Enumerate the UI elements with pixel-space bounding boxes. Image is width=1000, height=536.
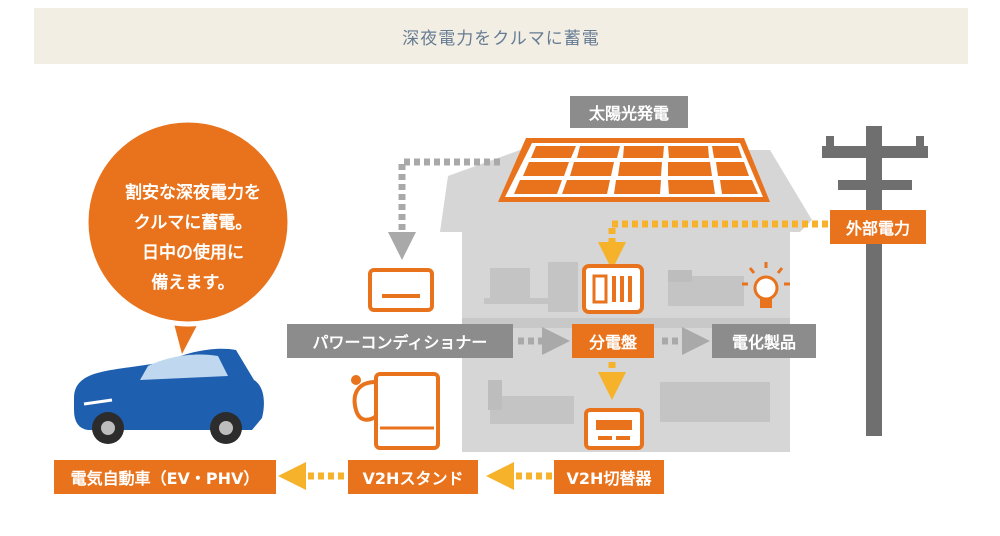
bubble-line-3: 日中の使用に [142,243,244,263]
title-banner: 深夜電力をクルマに蓄電 [34,8,968,64]
bubble-line-1: 割安な深夜電力を [125,183,261,203]
bubble-message: 割安な深夜電力を クルマに蓄電。 日中の使用に 備えます。 [95,178,291,298]
electric-car-icon [74,348,264,444]
solar-panel-icon [498,138,770,202]
power-conditioner-icon [368,268,434,312]
label-power-conditioner: パワーコンディショナー [287,324,513,358]
label-v2h-stand: V2Hスタンド [348,460,478,494]
label-v2h-switcher: V2H切替器 [554,460,664,494]
bubble-line-2: クルマに蓄電。 [133,213,253,233]
speech-bubble [83,117,293,354]
light-bulb-icon [742,262,790,308]
label-solar: 太陽光発電 [570,96,688,128]
label-appliances: 電化製品 [712,324,816,358]
v2h-switcher-icon [584,408,644,450]
flow-lines-yellow [278,220,828,490]
label-distribution-board: 分電盤 [572,324,654,358]
utility-pole [822,126,928,436]
v2h-stand-icon [351,372,440,450]
page-title: 深夜電力をクルマに蓄電 [402,28,600,49]
flow-external-to-board [598,220,828,270]
bubble-line-4: 備えます。 [151,273,235,293]
label-external-power: 外部電力 [830,210,926,244]
label-ev: 電気自動車（EV・PHV） [54,460,276,494]
flow-solar-to-conditioner [388,158,500,260]
flow-lines-gray [388,158,710,355]
distribution-board-icon [582,264,644,314]
